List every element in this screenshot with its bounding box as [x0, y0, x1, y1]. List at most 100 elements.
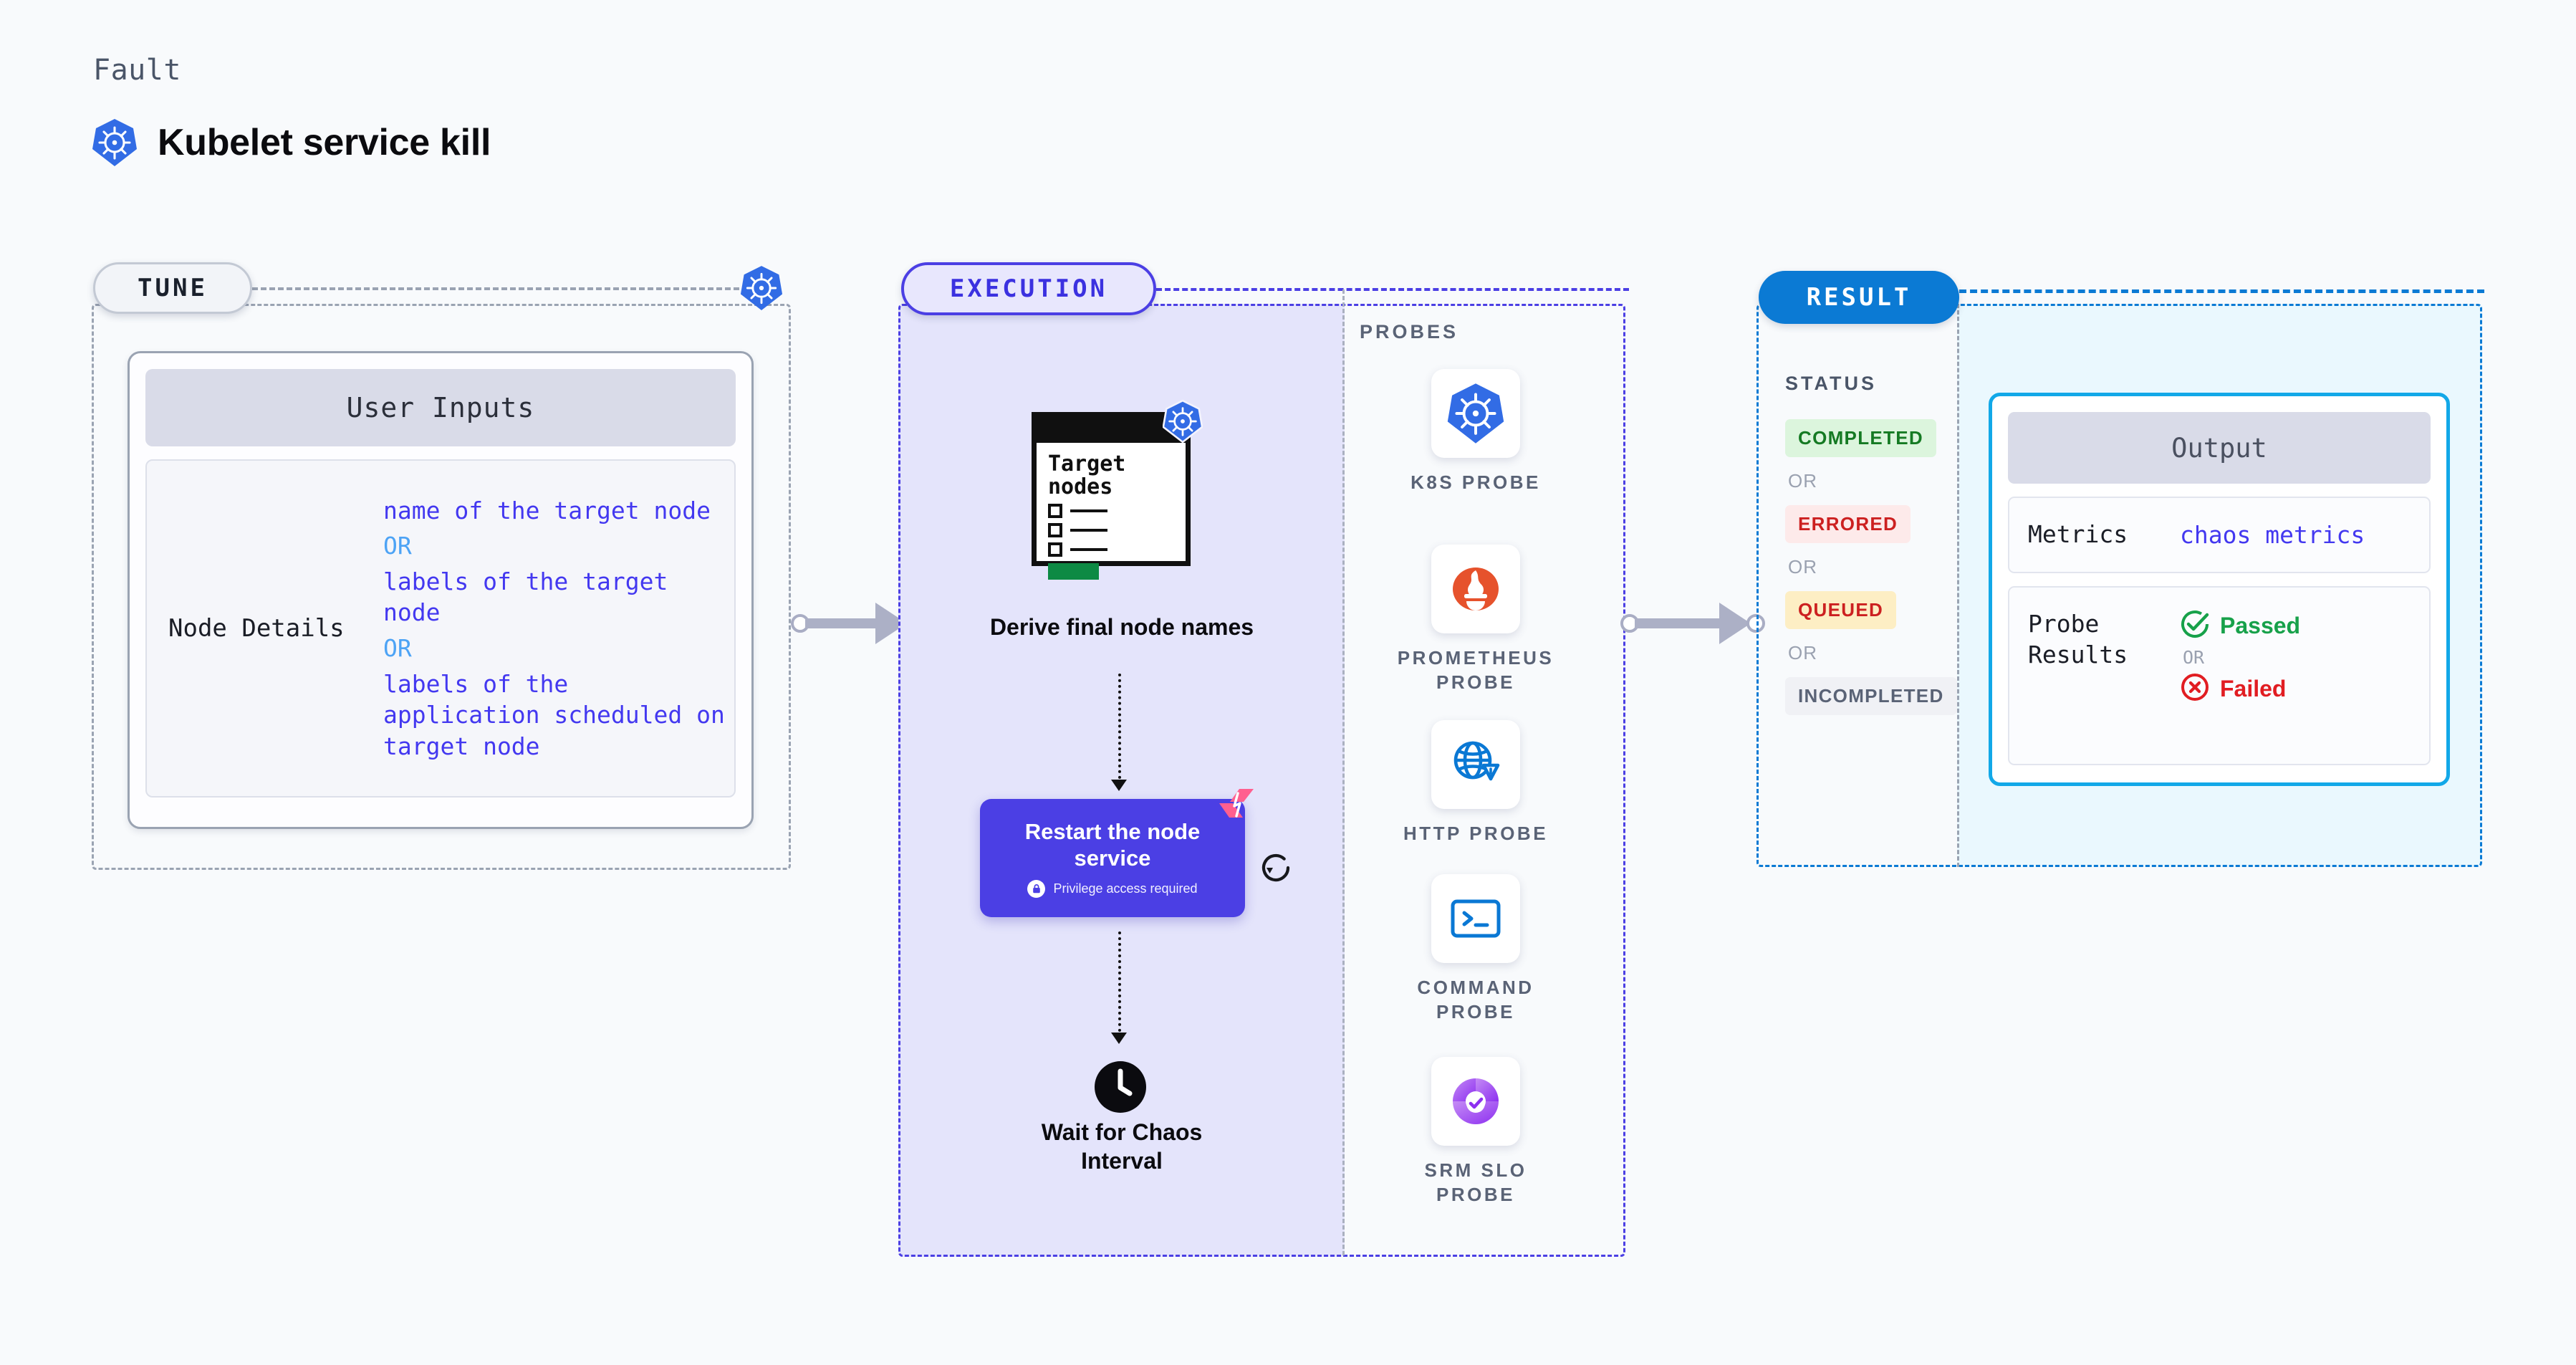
flow-line-1: [1118, 674, 1121, 785]
clipboard-title-line1: Target: [1048, 451, 1126, 476]
chaos-metrics-link[interactable]: chaos metrics: [2180, 521, 2365, 549]
result-panel: [1756, 304, 2482, 867]
node-details-values: name of the target node OR labels of the…: [383, 495, 727, 762]
status-badge-incompleted: INCOMPLETED: [1785, 677, 1957, 715]
terminal-icon: [1431, 874, 1520, 963]
prometheus-icon: [1431, 545, 1520, 633]
connector-arrowhead: [1719, 603, 1751, 644]
status-badge-queued: QUEUED: [1785, 591, 1897, 629]
probe-results-label-line1: Probe: [2028, 610, 2100, 638]
execution-label: EXECUTION: [901, 262, 1156, 315]
execution-connector-line: [1156, 288, 1629, 291]
failed-text: Failed: [2220, 676, 2287, 701]
status-or-3: OR: [1788, 642, 1817, 664]
restart-node-service-title: Restart the node service: [1024, 818, 1201, 871]
clipboard-checklist: [1048, 504, 1186, 557]
execution-panel-border: [898, 304, 1625, 1257]
probe-label: PROMETHEUS PROBE: [1397, 647, 1554, 694]
connector-bar: [1635, 618, 1735, 628]
connector-end-dot: [1746, 614, 1765, 633]
probe-results-label: Probe Results: [2028, 609, 2180, 671]
probe-results-values: Passed OR Failed: [2180, 609, 2300, 706]
privilege-notice-text: Privilege access required: [1053, 881, 1198, 896]
page-title: Kubelet service kill: [158, 122, 491, 163]
tune-panel: [92, 304, 791, 870]
checkbox-icon: [1048, 542, 1062, 557]
status-divider: [1957, 304, 1959, 867]
node-detail-option-2: labels of the target node: [383, 567, 668, 627]
passed-text: Passed: [2220, 613, 2301, 638]
retry-loop-icon: [1257, 849, 1294, 890]
node-details-label: Node Details: [168, 614, 345, 643]
privilege-notice: Privilege access required: [1027, 880, 1198, 899]
probe-item-http[interactable]: HTTP PROBE: [1397, 720, 1554, 846]
probe-label: HTTP PROBE: [1403, 823, 1549, 844]
fault-title-row: Kubelet service kill: [92, 118, 491, 167]
derive-final-node-names-caption: Derive final node names: [989, 614, 1254, 640]
status-title: STATUS: [1785, 373, 1877, 394]
checklist-item: [1048, 504, 1186, 518]
checkbox-icon: [1048, 504, 1062, 518]
connector-bar: [805, 618, 891, 628]
kubernetes-icon: [92, 118, 138, 167]
node-detail-option-3: labels of the application scheduled on t…: [383, 669, 725, 760]
clipboard-green-bar: [1048, 563, 1099, 580]
checklist-line: [1070, 548, 1107, 551]
node-detail-or-1: OR: [383, 532, 412, 560]
output-title: Output: [2008, 412, 2431, 484]
probe-label: SRM SLO PROBE: [1424, 1159, 1527, 1206]
result-label: RESULT: [1759, 271, 1959, 324]
probes-title: PROBES: [1360, 321, 1459, 343]
result-connector-line: [1959, 289, 2484, 293]
output-card: Output Metrics chaos metrics Probe Resul…: [1989, 393, 2450, 786]
checklist-line: [1070, 509, 1107, 512]
probe-item-k8s[interactable]: K8S PROBE: [1397, 369, 1554, 494]
status-or-2: OR: [1788, 556, 1817, 578]
check-circle-icon: [2180, 609, 2210, 643]
connector-execution-to-result: [1620, 602, 1765, 645]
node-detail-option-1: name of the target node: [383, 496, 711, 525]
tune-connector-line: [252, 287, 739, 290]
probe-item-srm-slo[interactable]: SRM SLO PROBE: [1397, 1057, 1554, 1207]
clipboard-title-line2: nodes: [1048, 474, 1113, 499]
flow-line-2: [1118, 931, 1121, 1038]
clipboard-topbar: [1037, 417, 1186, 443]
restart-node-service-card[interactable]: Restart the node service Privilege acces…: [980, 789, 1254, 917]
harness-logo-icon: [1218, 787, 1255, 827]
checklist-line: [1070, 529, 1107, 532]
flow-arrowhead-2: [1111, 1033, 1127, 1044]
target-nodes-node: Target nodes: [1032, 399, 1203, 580]
wait-for-chaos-interval-caption: Wait for Chaos Interval: [1041, 1119, 1203, 1174]
checkbox-icon: [1048, 523, 1062, 537]
execution-panel: [898, 304, 1625, 1257]
probe-result-or: OR: [2183, 647, 2205, 668]
fault-kicker: Fault: [93, 54, 181, 87]
probe-item-command[interactable]: COMMAND PROBE: [1397, 874, 1554, 1025]
flow-arrowhead-1: [1111, 780, 1127, 791]
user-inputs-card: User Inputs Node Details name of the tar…: [128, 351, 754, 829]
status-badge-completed: COMPLETED: [1785, 419, 1936, 457]
status-or-1: OR: [1788, 470, 1817, 492]
kubernetes-icon: [1431, 369, 1520, 458]
probe-result-passed: Passed: [2180, 609, 2300, 643]
checklist-item: [1048, 523, 1186, 537]
node-detail-or-2: OR: [383, 634, 412, 662]
lock-icon: [1027, 880, 1046, 899]
result-panel-border: [1756, 304, 2482, 867]
clipboard-icon: Target nodes: [1032, 399, 1203, 580]
metrics-label: Metrics: [2028, 520, 2128, 549]
x-circle-icon: [2180, 672, 2210, 706]
output-metrics-row: Metrics chaos metrics: [2008, 497, 2431, 573]
tune-label: TUNE: [93, 262, 252, 314]
kubernetes-icon: [1162, 399, 1203, 446]
checklist-item: [1048, 542, 1186, 557]
probe-results-label-line2: Results: [2028, 640, 2128, 669]
tune-panel-border: [92, 304, 791, 870]
clock-icon: [1094, 1060, 1147, 1117]
probe-item-prometheus[interactable]: PROMETHEUS PROBE: [1397, 545, 1554, 695]
srm-slo-icon: [1431, 1057, 1520, 1146]
probe-result-failed: Failed: [2180, 672, 2300, 706]
probe-label: K8S PROBE: [1410, 471, 1541, 493]
output-probe-results-row: Probe Results Passed OR: [2008, 586, 2431, 765]
